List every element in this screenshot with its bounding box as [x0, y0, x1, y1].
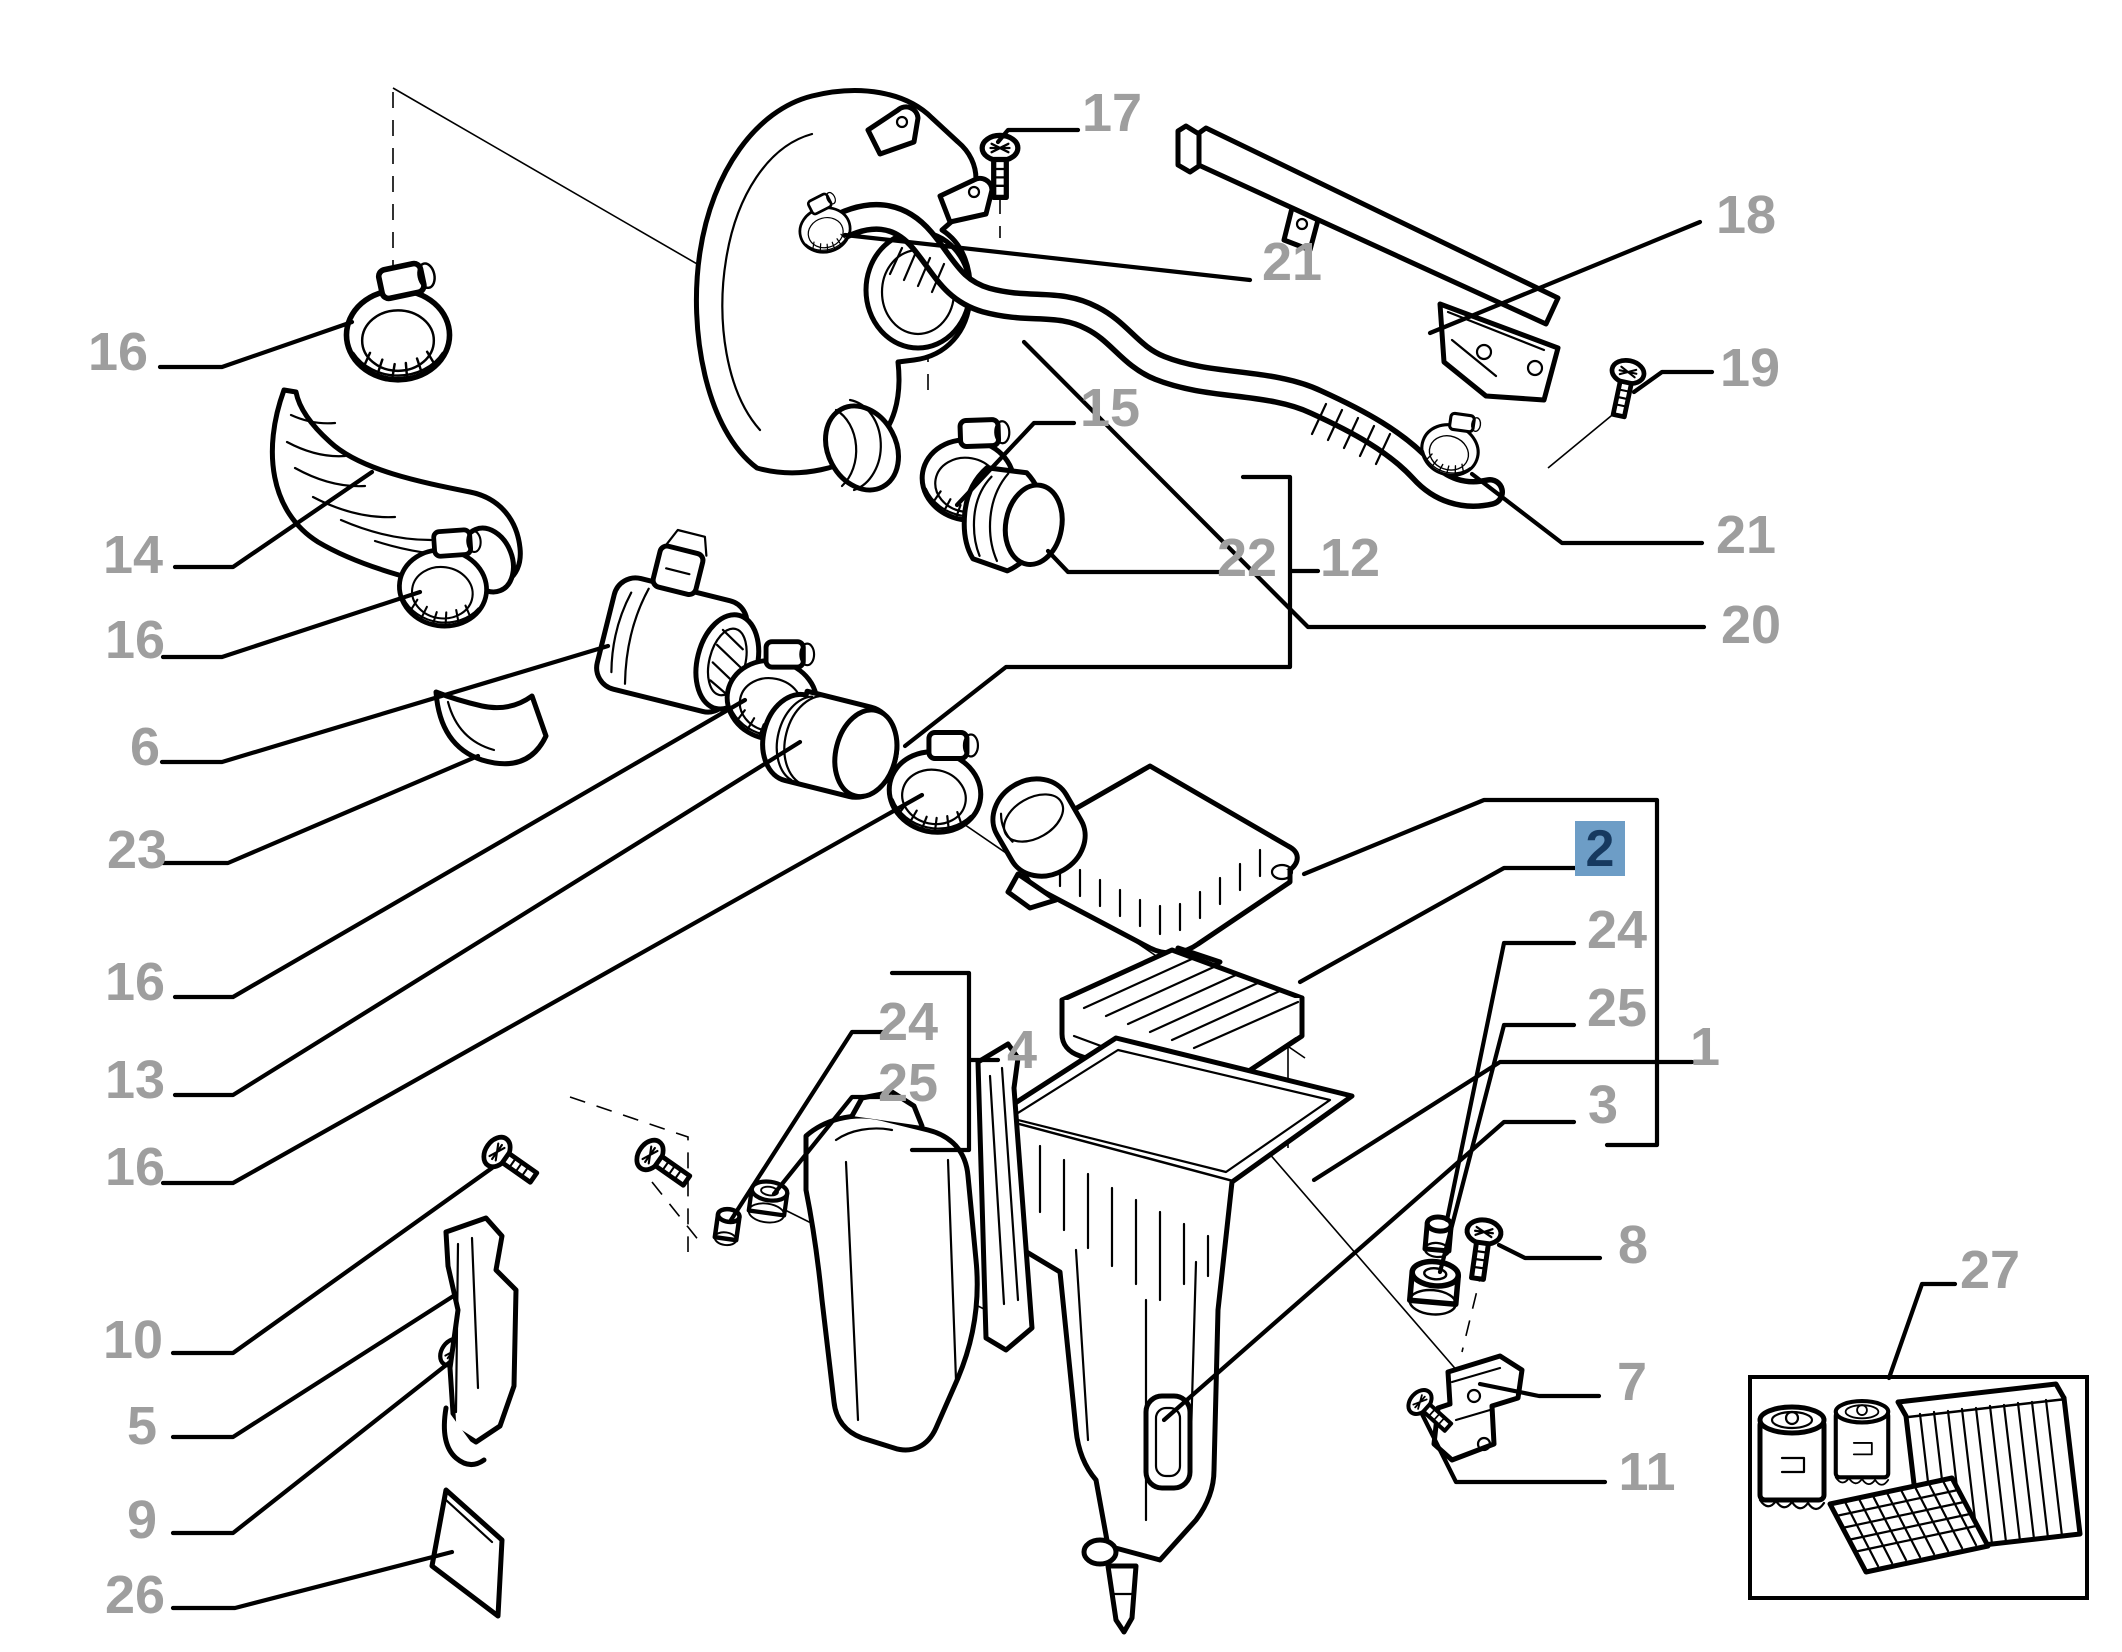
air-cleaner-housing: [975, 1035, 1355, 1635]
callout-8[interactable]: 8: [1618, 1215, 1648, 1275]
breather-hose-20: [815, 201, 1505, 509]
callout-7[interactable]: 7: [1617, 1352, 1647, 1412]
callout-11[interactable]: 11: [1618, 1442, 1675, 1502]
intake-duct-12: [693, 88, 995, 493]
callout-6[interactable]: 6: [130, 717, 160, 777]
callouts: 16 14 16 6 23 16 13 16 10 5 9 26 17 21 1…: [88, 83, 2020, 1625]
callout-3[interactable]: 3: [1588, 1075, 1618, 1135]
service-kit-box-27: [1748, 1375, 2089, 1600]
leader-lines: [157, 127, 1958, 1611]
callout-26[interactable]: 26: [105, 1565, 165, 1625]
callout-27[interactable]: 27: [1960, 1240, 2020, 1300]
callout-5[interactable]: 5: [127, 1396, 157, 1456]
air-cleaner-cover: [990, 763, 1300, 979]
callout-14[interactable]: 14: [103, 525, 163, 585]
screw-resonator: [631, 1135, 695, 1194]
air-deflector-scoop-23: [433, 689, 549, 767]
callout-12[interactable]: 12: [1320, 528, 1380, 588]
oil-filter-large-icon: [1760, 1407, 1824, 1509]
mounting-bracket-7: [1431, 1353, 1525, 1463]
foam-pad-26: [429, 1487, 505, 1619]
callout-18[interactable]: 18: [1716, 185, 1776, 245]
pipe-sleeve-22: [961, 465, 1065, 574]
support-bracket-18: [1175, 123, 1561, 403]
callout-2-highlighted[interactable]: 2: [1575, 820, 1625, 878]
callout-4[interactable]: 4: [1007, 1020, 1037, 1080]
callout-25b[interactable]: 25: [1587, 978, 1647, 1038]
callout-1[interactable]: 1: [1690, 1017, 1720, 1077]
callout-2-highlight-chip[interactable]: [1575, 821, 1625, 876]
screw-8: [1461, 1218, 1503, 1281]
callout-9[interactable]: 9: [127, 1490, 157, 1550]
rubber-grommet-25-right: [1409, 1260, 1460, 1317]
callout-2[interactable]: 2: [1586, 820, 1615, 878]
callout-24b[interactable]: 24: [1587, 900, 1647, 960]
callout-15[interactable]: 15: [1080, 378, 1140, 438]
corrugated-intake-hose-14: [269, 387, 523, 595]
callout-13[interactable]: 13: [105, 1050, 165, 1110]
callout-17[interactable]: 17: [1082, 83, 1142, 143]
oil-filter-small-icon: [1836, 1401, 1888, 1485]
callout-16d[interactable]: 16: [105, 1137, 165, 1197]
callout-16c[interactable]: 16: [105, 952, 165, 1012]
callout-21a[interactable]: 21: [1262, 232, 1322, 292]
support-bracket-5: [441, 1215, 519, 1467]
screw-10: [478, 1132, 542, 1191]
resonator-duct-4: [803, 1089, 980, 1453]
callout-21b[interactable]: 21: [1716, 505, 1776, 565]
callout-24a[interactable]: 24: [878, 992, 938, 1052]
callout-23[interactable]: 23: [107, 820, 167, 880]
callout-20[interactable]: 20: [1721, 595, 1781, 655]
hose-clamp-16-top: [346, 260, 449, 380]
callout-25a[interactable]: 25: [878, 1053, 938, 1113]
callout-16a[interactable]: 16: [88, 322, 148, 382]
cabin-filter-icon: [1827, 1475, 1991, 1575]
callout-10[interactable]: 10: [103, 1310, 163, 1370]
sleeve-hose-13: [760, 688, 900, 800]
callout-16b[interactable]: 16: [105, 610, 165, 670]
callout-22[interactable]: 22: [1217, 528, 1277, 588]
callout-19[interactable]: 19: [1720, 338, 1780, 398]
